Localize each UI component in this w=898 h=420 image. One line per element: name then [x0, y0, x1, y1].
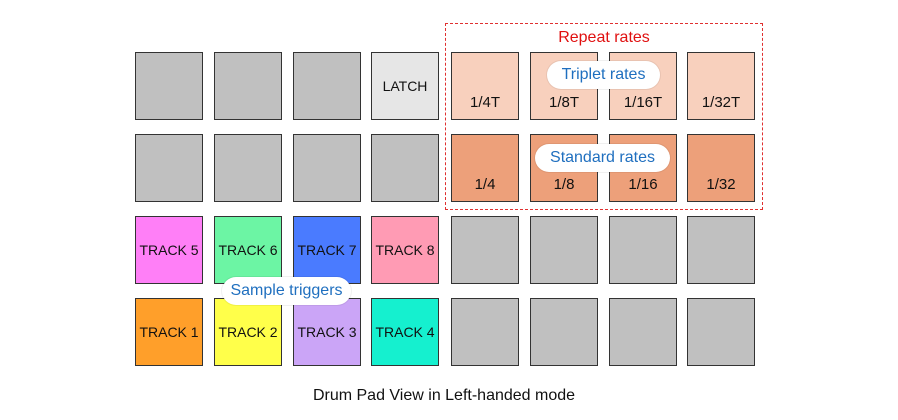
track-5-pad: TRACK 5 — [135, 216, 203, 284]
pad-r2-c2 — [214, 134, 282, 202]
triplet-rates-label: Triplet rates — [547, 61, 660, 89]
rate-pad-1-32t: 1/32T — [687, 52, 755, 120]
pad-r3-c7 — [609, 216, 677, 284]
track-3-pad: TRACK 3 — [293, 298, 361, 366]
pad-r4-c7 — [609, 298, 677, 366]
pad-r3-c6 — [530, 216, 598, 284]
rate-pad-1-4t: 1/4T — [451, 52, 519, 120]
pad-r4-c8 — [687, 298, 755, 366]
track-7-pad: TRACK 7 — [293, 216, 361, 284]
pad-r2-c3 — [293, 134, 361, 202]
rate-pad-1-32: 1/32 — [687, 134, 755, 202]
pad-r2-c4 — [371, 134, 439, 202]
track-6-pad: TRACK 6 — [214, 216, 282, 284]
pad-r4-c5 — [451, 298, 519, 366]
pad-r1-c1 — [135, 52, 203, 120]
rate-pad-1-4: 1/4 — [451, 134, 519, 202]
standard-rates-label: Standard rates — [535, 144, 670, 172]
track-8-pad: TRACK 8 — [371, 216, 439, 284]
pad-r3-c8 — [687, 216, 755, 284]
sample-triggers-label: Sample triggers — [222, 277, 351, 305]
diagram-caption: Drum Pad View in Left-handed mode — [312, 387, 576, 404]
repeat-rates-title: Repeat rates — [558, 29, 650, 46]
track-4-pad: TRACK 4 — [371, 298, 439, 366]
track-2-pad: TRACK 2 — [214, 298, 282, 366]
repeat-rates-region — [445, 23, 763, 210]
pad-r1-c2 — [214, 52, 282, 120]
pad-r3-c5 — [451, 216, 519, 284]
pad-r1-c3 — [293, 52, 361, 120]
pad-r4-c6 — [530, 298, 598, 366]
track-1-pad: TRACK 1 — [135, 298, 203, 366]
latch-pad: LATCH — [371, 52, 439, 120]
pad-r2-c1 — [135, 134, 203, 202]
